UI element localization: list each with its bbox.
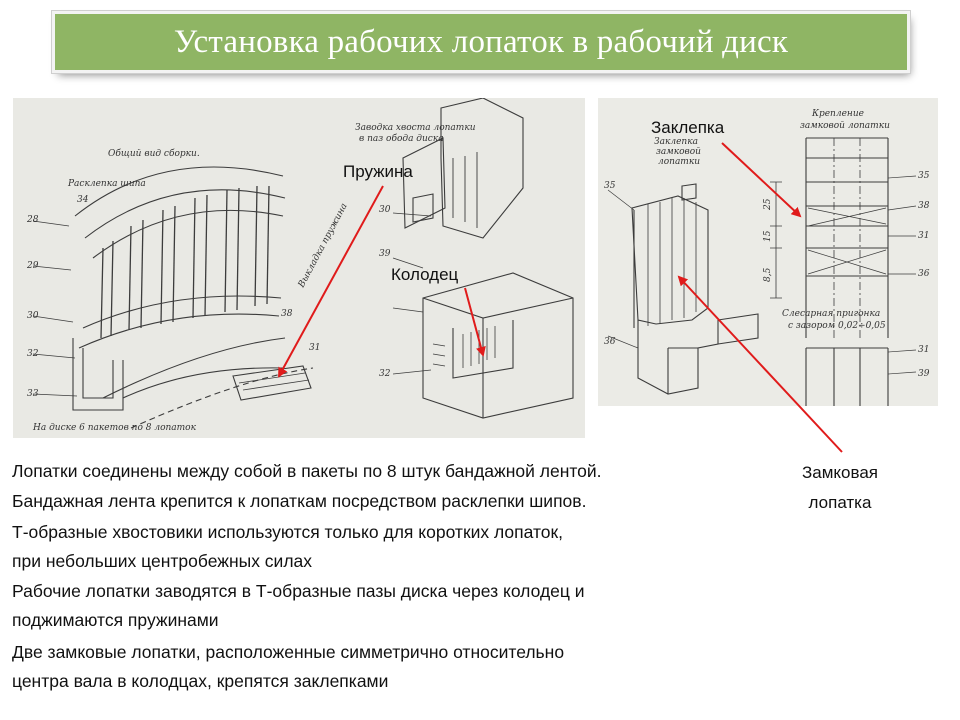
callout-rivet: Заклепка [651,118,725,137]
part-number: 35 [604,181,616,191]
part-number: 30 [27,311,39,321]
part-number: 29 [26,261,39,271]
caption-tail-note-1: Заводка хвоста лопатки [355,123,476,133]
part-number: 33 [27,389,39,399]
text-line: Рабочие лопатки заводятся в Т-образные п… [12,581,585,601]
part-number: 32 [27,349,39,359]
lock-blade-drawing-photo: Крепление замковой лопатки Заклепка замк… [598,98,938,406]
caption-spring-note: Выкладка пружина [296,202,349,290]
part-number: 39 [918,369,930,379]
caption-fit-1: Слесарная пригонка [782,309,880,319]
callout-spring: Пружина [343,162,413,181]
text-line: Лопатки соединены между собой в пакеты п… [12,461,602,481]
part-number: 31 [918,345,929,355]
caption-fit-2: с зазором 0,02÷0,05 [788,321,886,331]
dimension-label: 8,5 [763,267,773,282]
caption-rivet-1: Заклепка [654,137,698,147]
caption-general-view: Общий вид сборки. [108,148,200,159]
lock-blade-drawing: Крепление замковой лопатки Заклепка замк… [604,109,930,406]
slide-title: Установка рабочих лопаток в рабочий диск [173,23,789,60]
callout-well: Колодец [391,265,459,284]
part-number: 38 [918,201,930,211]
part-number: 35 [918,171,930,181]
caption-riveting: Расклепка шипа [67,179,146,189]
text-line: Две замковые лопатки, расположенные симм… [12,642,565,662]
part-number: 38 [281,309,293,319]
lock-blade-label-line-2: лопатка [808,493,872,512]
part-number: 32 [379,369,391,379]
assembly-drawing: Общий вид сборки. Расклепка шипа Заводка… [26,98,574,433]
assembly-drawing-photo: Общий вид сборки. Расклепка шипа Заводка… [13,98,585,438]
text-line: поджимаются пружинами [12,610,219,630]
caption-bottom-note: На диске 6 пакетов по 8 лопаток [32,423,197,433]
dimension-label: 25 [763,198,773,211]
lock-blade-label-line-1: Замковая [802,463,878,482]
caption-rivet-3: лопатки [658,157,700,167]
text-line: центра вала в колодцах, крепятся заклепк… [12,671,389,691]
caption-header-1: Крепление [811,109,864,119]
text-line: Т-образные хвостовики используются тольк… [12,522,564,542]
text-line: Бандажная лента крепится к лопаткам поср… [12,491,587,511]
part-number: 36 [918,269,930,279]
part-number: 28 [26,215,39,225]
part-number: 30 [379,205,391,215]
part-number: 36 [604,337,616,347]
lock-blade-label: Замковая лопатка [780,458,900,518]
slide-title-bar: Установка рабочих лопаток в рабочий диск [55,14,907,70]
part-number: 31 [309,343,320,353]
part-number: 31 [918,231,929,241]
dimension-label: 15 [763,230,773,242]
part-number: 39 [379,249,391,259]
caption-header-2: замковой лопатки [800,121,890,131]
text-line: при небольших центробежных силах [12,551,313,571]
caption-rivet-2: замковой [656,147,701,157]
part-number: 34 [77,195,89,205]
caption-tail-note-2: в паз обода диска [359,133,444,144]
